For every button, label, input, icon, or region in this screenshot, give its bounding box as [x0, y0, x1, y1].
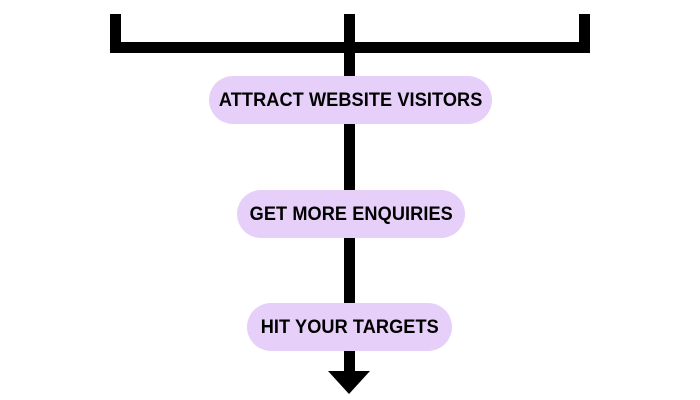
spine-segment-top	[344, 14, 355, 86]
spine-segment-1-to-2	[344, 114, 355, 200]
bracket-left-stub	[110, 14, 121, 53]
bracket-right-stub	[579, 14, 590, 53]
step-label: GET MORE ENQUIRIES	[249, 202, 453, 225]
step-label: HIT YOUR TARGETS	[260, 315, 439, 338]
step-label: ATTRACT WEBSITE VISITORS	[218, 88, 483, 111]
step-pill-get-more-enquiries[interactable]: GET MORE ENQUIRIES	[237, 190, 465, 238]
step-pill-attract-website-visitors[interactable]: ATTRACT WEBSITE VISITORS	[209, 76, 492, 124]
spine-segment-2-to-3	[344, 228, 355, 313]
step-pill-hit-your-targets[interactable]: HIT YOUR TARGETS	[247, 303, 452, 351]
down-arrow-icon	[328, 371, 370, 394]
spine-segment-to-arrow	[344, 341, 355, 374]
